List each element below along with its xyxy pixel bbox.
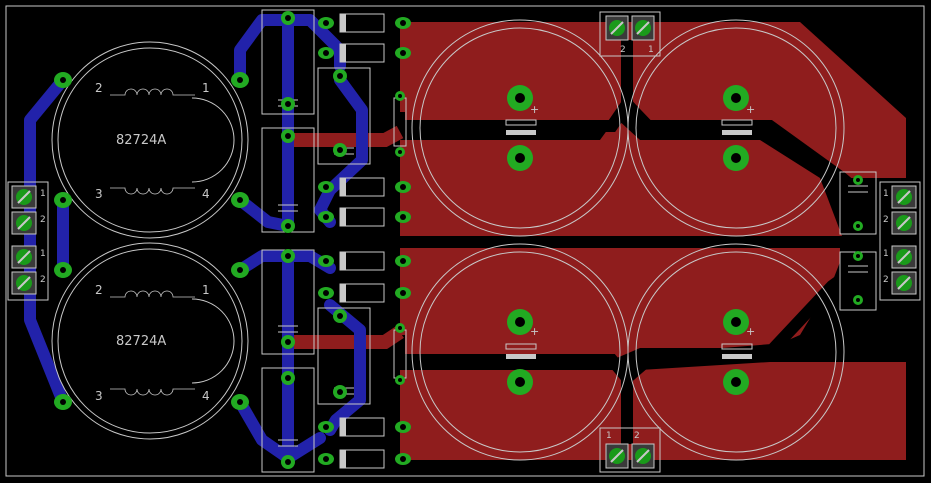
pad-hole xyxy=(731,153,741,163)
pad-hole xyxy=(515,317,525,327)
terminal-right[interactable]: 1 2 1 2 xyxy=(879,181,921,301)
pad-hole xyxy=(398,326,402,330)
pad-hole xyxy=(337,389,343,395)
transformer-1-pin-tr: 1 xyxy=(202,81,210,95)
pad-hole xyxy=(337,147,343,153)
board-outline xyxy=(5,5,925,477)
pad-hole xyxy=(731,377,741,387)
pad-hole xyxy=(60,77,66,83)
terminal-bottom[interactable]: 1 2 xyxy=(599,427,661,473)
pad-hole xyxy=(323,456,329,462)
pad-hole xyxy=(60,399,66,405)
terminal-left[interactable]: 1 2 1 2 xyxy=(7,181,49,301)
transformer-1: 2 1 3 4 82724A xyxy=(51,41,249,239)
terminal-left-pin-3: 1 xyxy=(40,249,46,259)
transformer-2-pin-br: 4 xyxy=(202,389,210,403)
pad-hole xyxy=(60,197,66,203)
pad-hole xyxy=(237,197,243,203)
pad-hole xyxy=(515,153,525,163)
transformer-1-pin-bl: 3 xyxy=(95,187,103,201)
bulk-capacitors xyxy=(411,19,845,461)
pad-hole xyxy=(400,20,406,26)
pad-hole xyxy=(285,375,291,381)
svg-text:+: + xyxy=(530,325,539,338)
terminal-bottom-pin-b: 2 xyxy=(634,431,640,441)
terminal-top-pin-a: 2 xyxy=(620,45,626,55)
pad-hole xyxy=(515,377,525,387)
pad-hole xyxy=(731,93,741,103)
pad-hole xyxy=(337,73,343,79)
pad-hole xyxy=(731,317,741,327)
pad-hole xyxy=(237,399,243,405)
pad-hole xyxy=(400,184,406,190)
transformer-1-pin-br: 4 xyxy=(202,187,210,201)
transformer-2-pin-tr: 1 xyxy=(202,283,210,297)
pad-hole xyxy=(323,424,329,430)
pads xyxy=(54,11,863,469)
terminal-left-pin-2: 2 xyxy=(40,215,46,225)
pad-hole xyxy=(856,224,860,228)
top-trace xyxy=(288,125,404,349)
capacitor-plus-labels: + + + + xyxy=(530,103,755,338)
transformer-2-label: 82724A xyxy=(116,334,166,349)
svg-text:+: + xyxy=(746,103,755,116)
pad-hole xyxy=(323,184,329,190)
terminal-left-pin-4: 2 xyxy=(40,275,46,285)
terminal-left-pin-1: 1 xyxy=(40,189,46,199)
pad-hole xyxy=(515,93,525,103)
pad-hole xyxy=(398,378,402,382)
pad-hole xyxy=(237,77,243,83)
pad-hole xyxy=(285,253,291,259)
pad-hole xyxy=(400,424,406,430)
transformer-2-pin-tl: 2 xyxy=(95,283,103,297)
pad-hole xyxy=(856,178,860,182)
terminal-right-pin-3: 1 xyxy=(883,249,889,259)
pad-hole xyxy=(285,459,291,465)
terminal-top-pin-b: 1 xyxy=(648,45,654,55)
pad-hole xyxy=(856,254,860,258)
terminal-top[interactable]: 2 1 xyxy=(599,11,661,57)
pad-hole xyxy=(400,50,406,56)
capacitor-polarity-marks xyxy=(505,119,753,359)
pad-hole xyxy=(323,290,329,296)
terminal-right-pin-2: 2 xyxy=(883,215,889,225)
terminal-bottom-pin-a: 1 xyxy=(606,431,612,441)
terminal-right-pin-4: 2 xyxy=(883,275,889,285)
svg-text:+: + xyxy=(746,325,755,338)
pad-hole xyxy=(285,133,291,139)
pad-hole xyxy=(323,258,329,264)
pad-hole xyxy=(285,101,291,107)
transformer-1-label: 82724A xyxy=(116,133,166,148)
pad-hole xyxy=(337,313,343,319)
transformer-2-pin-bl: 3 xyxy=(95,389,103,403)
pad-hole xyxy=(400,258,406,264)
pad-hole xyxy=(400,290,406,296)
pad-hole xyxy=(237,267,243,273)
pad-hole xyxy=(400,456,406,462)
pour-cutouts xyxy=(405,40,872,444)
transformer-1-pin-tl: 2 xyxy=(95,81,103,95)
pad-hole xyxy=(323,214,329,220)
pad-hole xyxy=(323,20,329,26)
pad-hole xyxy=(398,150,402,154)
pad-hole xyxy=(398,94,402,98)
pad-hole xyxy=(285,223,291,229)
pad-hole xyxy=(285,15,291,21)
bottom-traces xyxy=(24,14,368,468)
pad-hole xyxy=(323,50,329,56)
terminal-right-pin-1: 1 xyxy=(883,189,889,199)
pad-hole xyxy=(60,267,66,273)
svg-text:+: + xyxy=(530,103,539,116)
diodes xyxy=(339,13,407,469)
pad-hole xyxy=(400,214,406,220)
pad-hole xyxy=(285,339,291,345)
transformer-2: 2 1 3 4 82724A xyxy=(51,242,249,440)
pad-hole xyxy=(856,298,860,302)
